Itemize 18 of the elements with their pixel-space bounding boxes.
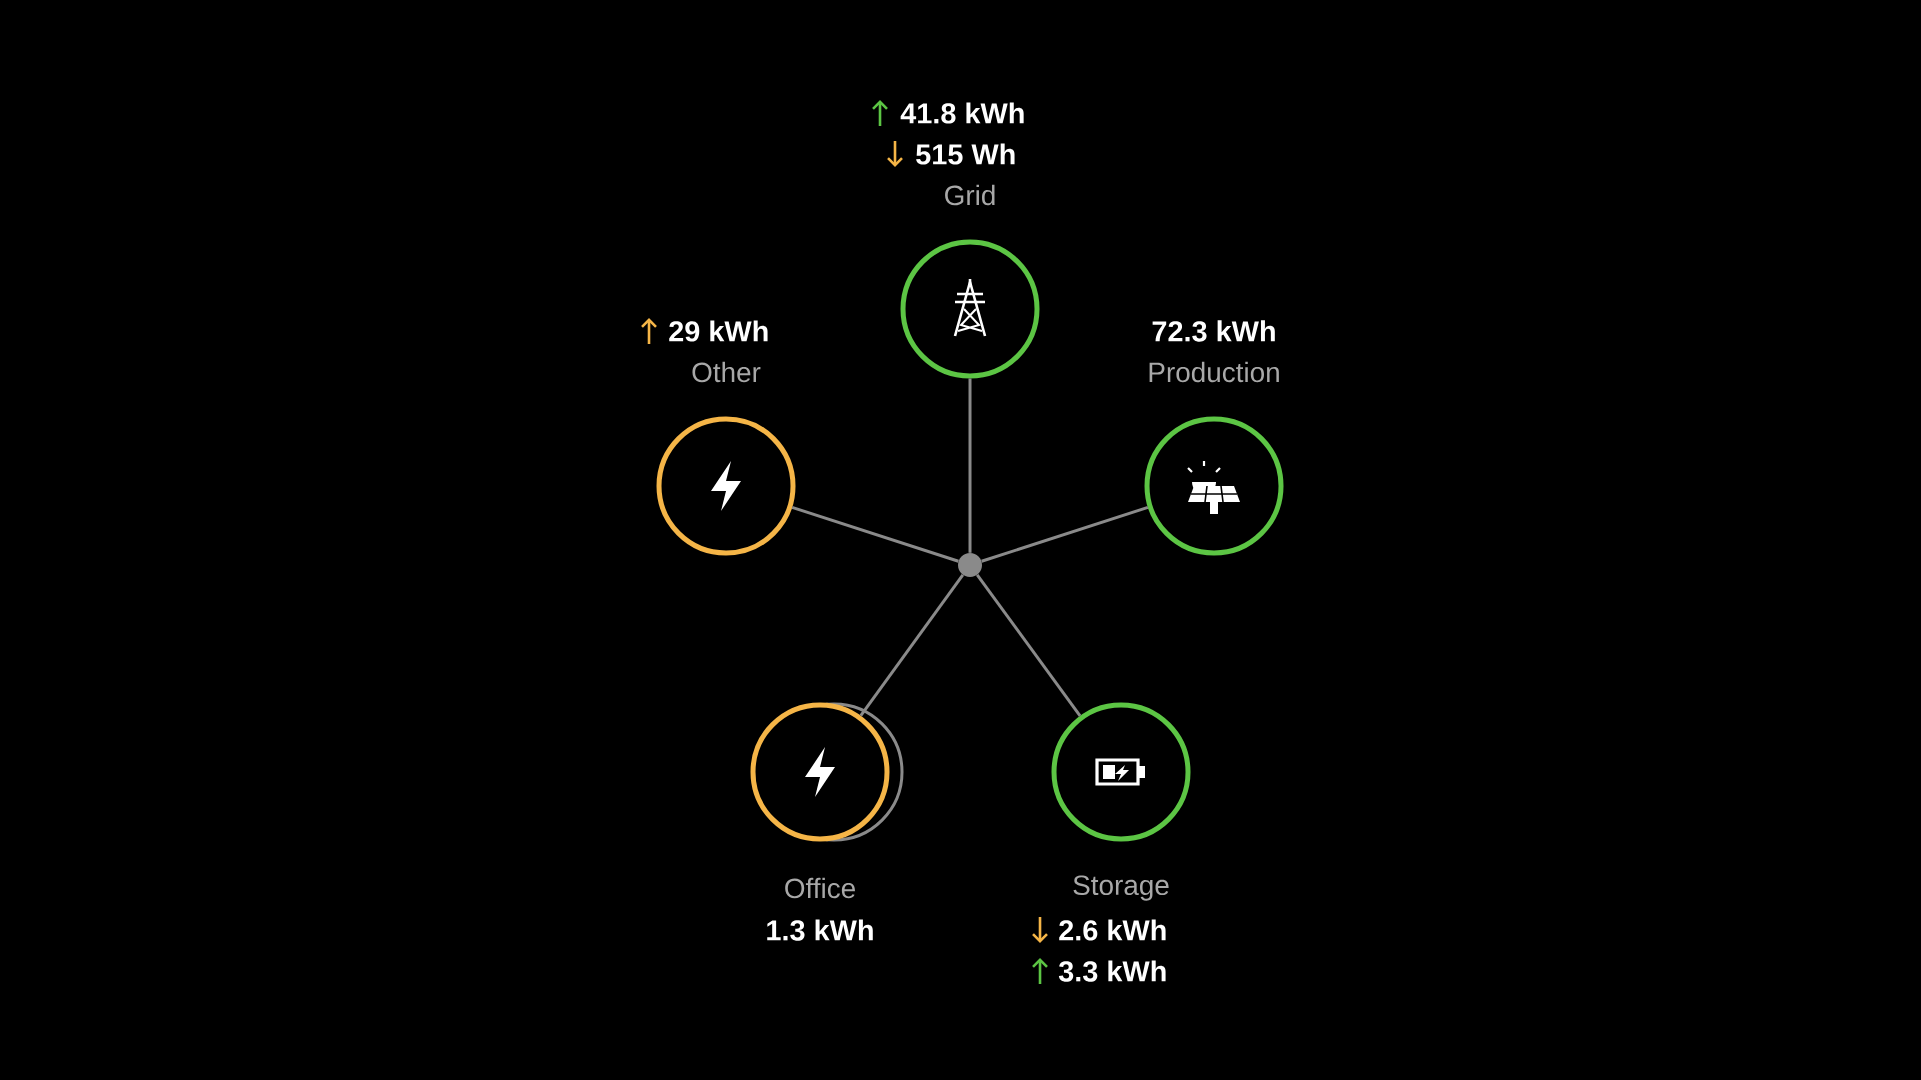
device-label: Storage <box>1073 875 1169 901</box>
connector-line <box>976 573 1082 717</box>
junction-dot <box>958 553 982 577</box>
energy-value: 29 kWh <box>669 320 768 342</box>
energy-value: 41.8 kWh <box>900 102 1024 124</box>
device-label: Other <box>692 361 761 383</box>
connector-line <box>859 574 965 717</box>
connector-line <box>981 506 1149 563</box>
energy-value: 1.3 kWh <box>767 919 873 941</box>
device-label: Production <box>1149 361 1279 383</box>
energy-value: 3.3 kWh <box>1058 960 1166 982</box>
connector-line <box>791 506 959 563</box>
energy-value: 72.3 kWh <box>1152 320 1275 342</box>
energy-value: 2.6 kWh <box>1059 919 1166 941</box>
device-label: Grid <box>945 184 995 206</box>
device-label: Office <box>785 877 855 899</box>
energy-value: 515 Wh <box>916 143 1015 165</box>
connector-line <box>968 378 972 553</box>
